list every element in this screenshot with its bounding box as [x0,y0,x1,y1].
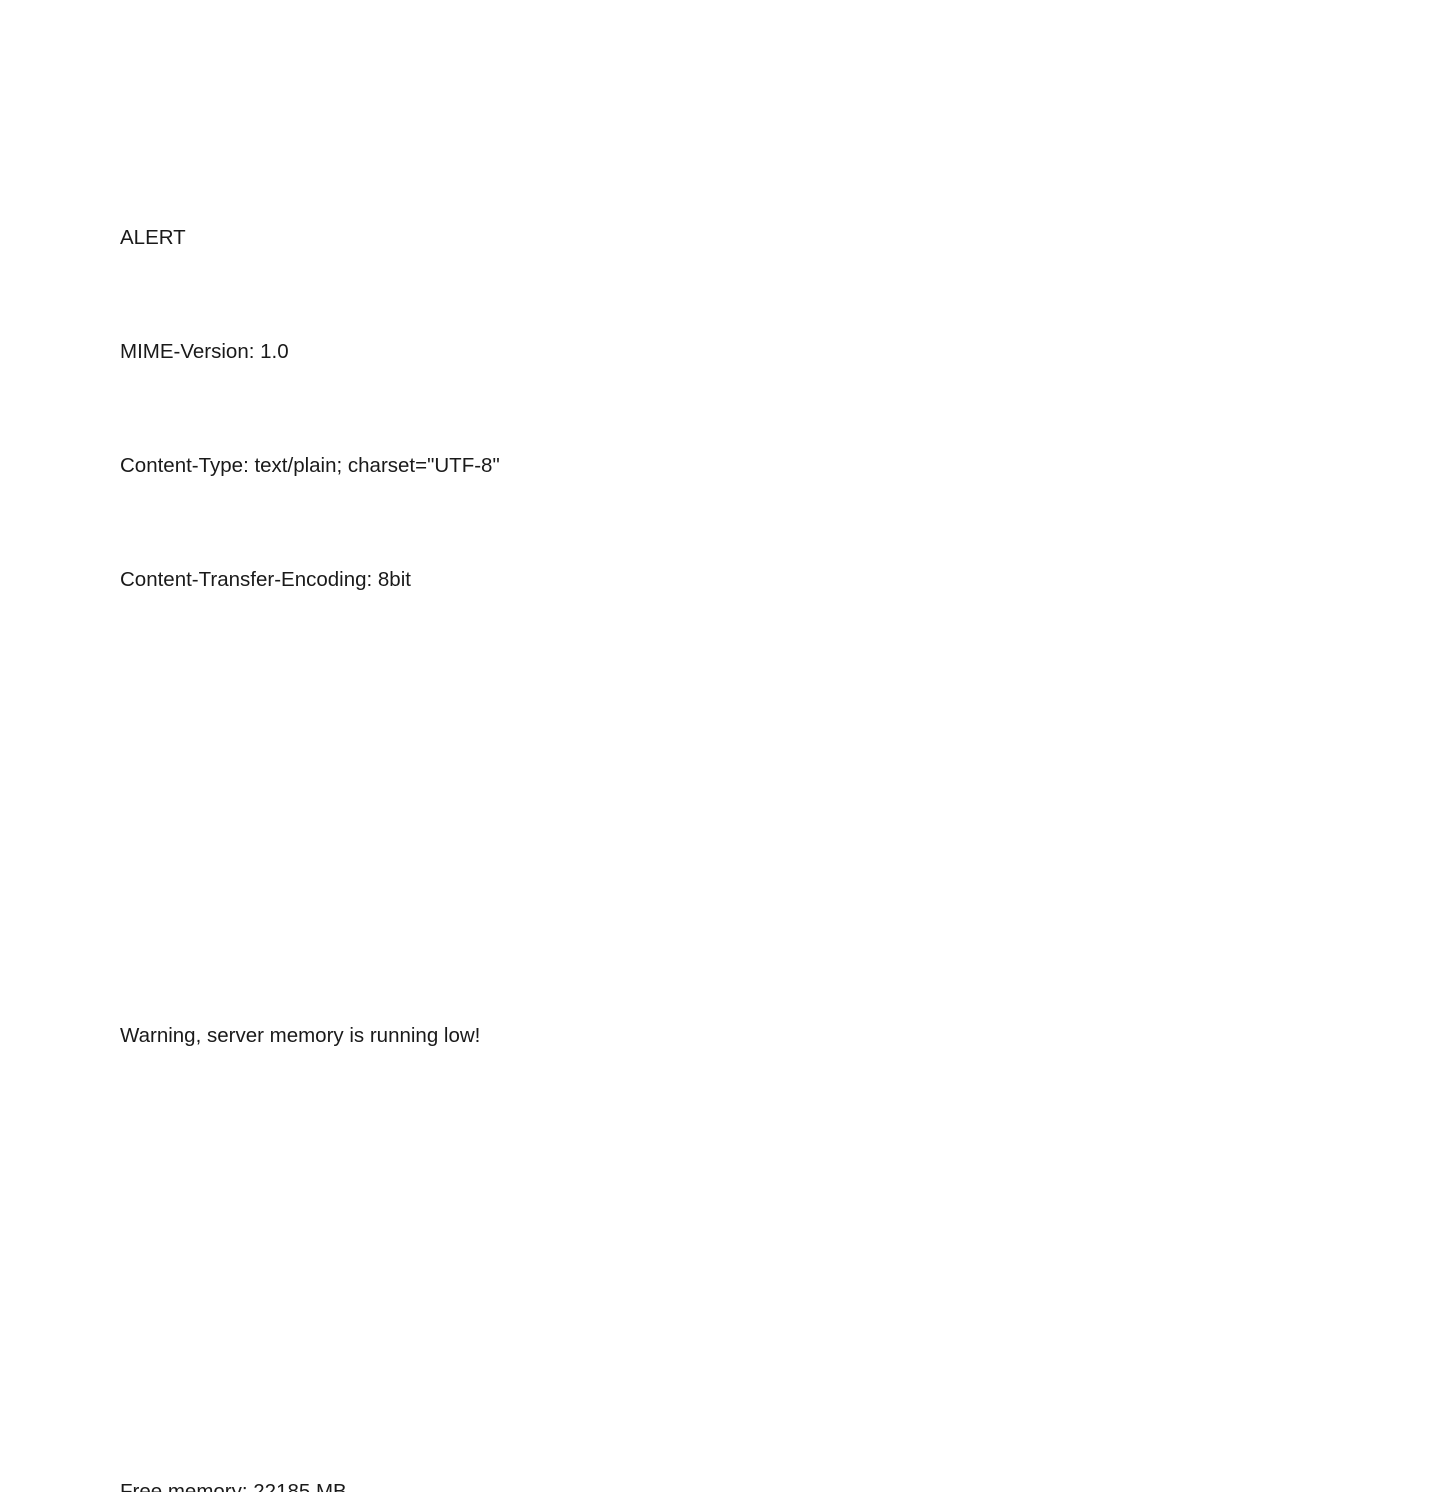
header-mime-version: MIME-Version: 1.0 [120,340,289,363]
warning-text: Warning, server memory is running low! [120,1024,481,1047]
free-memory-line: Free memory: 22185 MB [120,1480,347,1492]
header-content-transfer-encoding: Content-Transfer-Encoding: 8bit [120,568,411,591]
header-content-type: Content-Type: text/plain; charset="UTF-8… [120,454,500,477]
free-memory-section: Free memory: 22185 MB [120,1397,609,1492]
warning-message: Warning, server memory is running low! [120,941,609,1131]
email-headers: ALERT MIME-Version: 1.0 Content-Type: te… [120,143,609,675]
alert-subject: ALERT [120,226,186,249]
alert-email-body: ALERT MIME-Version: 1.0 Content-Type: te… [120,29,609,1492]
spacer-after-headers [120,789,609,827]
spacer-after-warning [120,1245,609,1283]
